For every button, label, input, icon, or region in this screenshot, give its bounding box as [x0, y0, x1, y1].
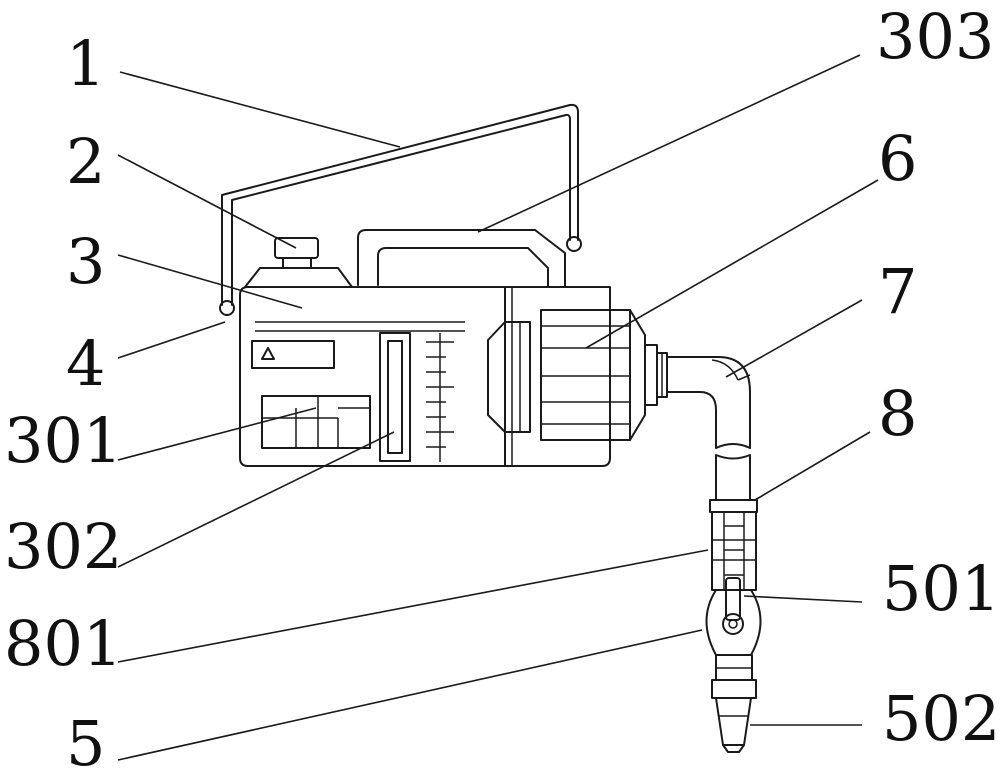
- label-1: 1: [66, 27, 105, 100]
- nozzle: [715, 697, 752, 753]
- leader-lines: [117, 54, 879, 761]
- leader-1: [119, 71, 401, 148]
- leader-7: [725, 299, 863, 378]
- leader-302: [117, 431, 395, 568]
- leader-501: [743, 595, 863, 603]
- pump-head: [487, 309, 668, 441]
- label-6: 6: [878, 122, 917, 195]
- label-3: 3: [66, 225, 105, 298]
- label-301: 301: [4, 404, 122, 477]
- label-2: 2: [66, 125, 105, 198]
- leader-5: [117, 629, 703, 761]
- leader-2: [117, 154, 297, 249]
- coupling: [709, 499, 758, 591]
- gauge-scale: [426, 341, 454, 448]
- label-5: 5: [66, 707, 105, 778]
- rear-grip: [357, 229, 566, 288]
- leader-301: [117, 407, 317, 461]
- label-502: 502: [882, 682, 1000, 755]
- control-panel: [261, 395, 371, 449]
- leader-303: [477, 54, 861, 233]
- elbow-hose: [666, 356, 751, 501]
- carry-handle: [219, 103, 582, 316]
- leader-801: [117, 549, 709, 663]
- label-501: 501: [882, 552, 1000, 625]
- valve-body: [705, 577, 762, 699]
- leader-6: [585, 179, 879, 349]
- label-8: 8: [878, 377, 917, 450]
- filler-cap: [244, 237, 353, 288]
- leader-8: [754, 431, 871, 501]
- label-801: 801: [4, 607, 122, 680]
- label-7: 7: [878, 255, 917, 328]
- level-gauge: [379, 332, 454, 462]
- warning-label: [251, 340, 335, 369]
- label-303: 303: [876, 0, 994, 73]
- leader-4: [117, 321, 226, 359]
- label-302: 302: [4, 510, 122, 583]
- reference-labels: 1 2 3 4 301 302 801 5 303 6 7 8 501 502: [4, 0, 1000, 778]
- label-4: 4: [66, 327, 105, 400]
- leader-3: [117, 254, 303, 309]
